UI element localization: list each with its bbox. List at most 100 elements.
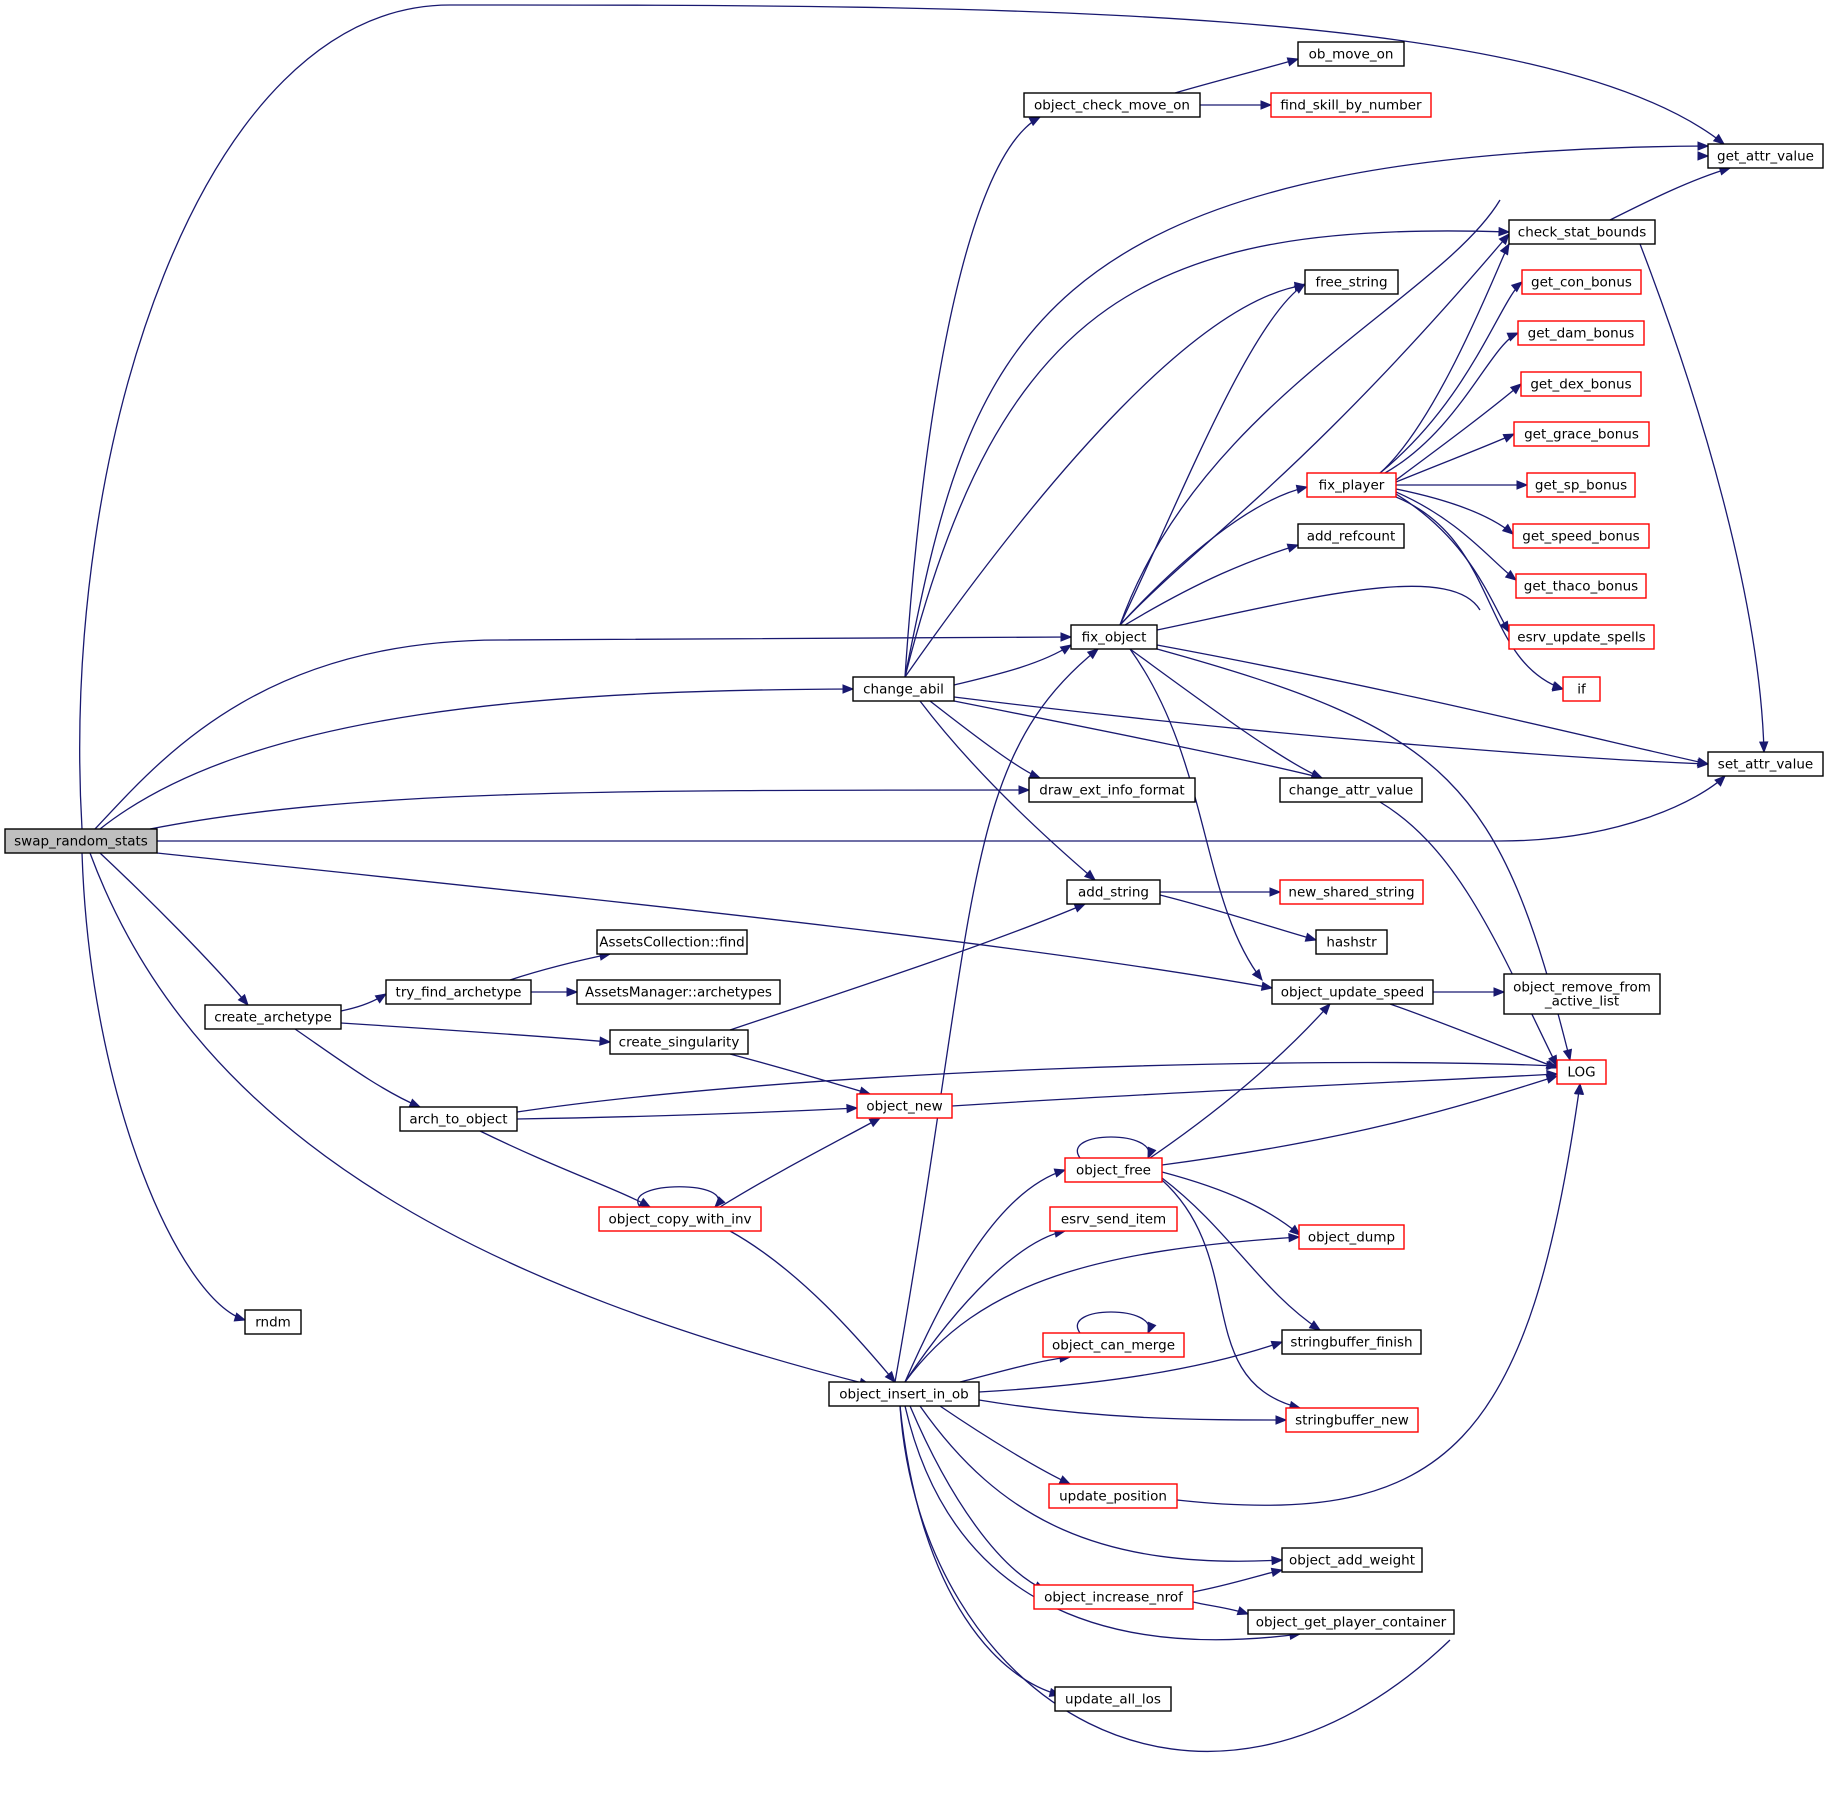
node-create-singularity[interactable]: create_singularity (609, 1029, 749, 1055)
node-box[interactable] (828, 1381, 980, 1407)
node-stringbuffer-finish[interactable]: stringbuffer_finish (1281, 1329, 1422, 1355)
node-log[interactable]: LOG (1556, 1059, 1607, 1085)
node-add-refcount[interactable]: add_refcount (1297, 523, 1405, 549)
node-object-can-merge[interactable]: object_can_merge (1042, 1332, 1185, 1358)
node-esrv-update-spells[interactable]: esrv_update_spells (1508, 624, 1655, 650)
node-box[interactable] (1049, 1206, 1178, 1232)
node-get-speed-bonus[interactable]: get_speed_bonus (1512, 523, 1650, 549)
node-set-attr-value[interactable]: set_attr_value (1707, 751, 1824, 777)
node-box[interactable] (596, 929, 748, 955)
node-check-stat-bounds[interactable]: check_stat_bounds (1508, 219, 1656, 245)
node-object-get-player-container[interactable]: object_get_player_container (1247, 1609, 1455, 1635)
node-box[interactable] (1562, 676, 1601, 702)
node-box[interactable] (1042, 1332, 1185, 1358)
node-ob-move-on[interactable]: ob_move_on (1297, 41, 1405, 67)
node-box[interactable] (852, 676, 955, 702)
node-box[interactable] (1285, 1407, 1419, 1433)
node-box[interactable] (204, 1004, 342, 1030)
node-box[interactable] (244, 1309, 302, 1335)
node-box[interactable] (1271, 979, 1434, 1005)
node-fix-player[interactable]: fix_player (1306, 472, 1397, 498)
node-box[interactable] (1064, 1157, 1163, 1183)
node-esrv-send-item[interactable]: esrv_send_item (1049, 1206, 1178, 1232)
node-update-all-los[interactable]: update_all_los (1054, 1686, 1172, 1712)
node-box[interactable] (1297, 41, 1405, 67)
node-box[interactable] (609, 1029, 749, 1055)
node-assetscollection-find[interactable]: AssetsCollection::find (596, 929, 748, 955)
node-fix-object[interactable]: fix_object (1070, 624, 1158, 650)
node-box[interactable] (576, 979, 781, 1005)
node-box[interactable] (1281, 1329, 1422, 1355)
node-change-abil[interactable]: change_abil (852, 676, 955, 702)
node-add-string[interactable]: add_string (1066, 879, 1161, 905)
node-object-insert-in-ob[interactable]: object_insert_in_ob (828, 1381, 980, 1407)
node-object-increase-nrof[interactable]: object_increase_nrof (1033, 1584, 1194, 1610)
node-get-dam-bonus[interactable]: get_dam_bonus (1517, 320, 1645, 346)
node-object-copy-with-inv[interactable]: object_copy_with_inv (598, 1206, 762, 1232)
node-find-skill-by-number[interactable]: find_skill_by_number (1270, 92, 1432, 118)
node-box[interactable] (1526, 472, 1636, 498)
node-object-add-weight[interactable]: object_add_weight (1281, 1547, 1423, 1573)
node-get-attr-value[interactable]: get_attr_value (1707, 143, 1824, 169)
node-box[interactable] (1298, 1224, 1405, 1250)
node-box[interactable] (1707, 143, 1824, 169)
node-box[interactable] (1512, 523, 1650, 549)
node-object-check-move-on[interactable]: object_check_move_on (1023, 92, 1201, 118)
node-object-dump[interactable]: object_dump (1298, 1224, 1405, 1250)
node-arch-to-object[interactable]: arch_to_object (399, 1106, 518, 1132)
node-swap-random-stats[interactable]: swap_random_stats (4, 828, 158, 854)
node-box[interactable] (1054, 1686, 1172, 1712)
node-box[interactable] (1070, 624, 1158, 650)
node-box[interactable] (1033, 1584, 1194, 1610)
node-box[interactable] (1513, 421, 1650, 447)
node-box[interactable] (1521, 269, 1642, 295)
node-get-sp-bonus[interactable]: get_sp_bonus (1526, 472, 1636, 498)
node-box[interactable] (1306, 472, 1397, 498)
node-box[interactable] (1297, 523, 1405, 549)
node-box[interactable] (1066, 879, 1161, 905)
node-box[interactable] (1270, 92, 1432, 118)
node-box[interactable] (1515, 573, 1647, 599)
node-box[interactable] (1556, 1059, 1607, 1085)
node-object-new[interactable]: object_new (856, 1093, 953, 1119)
node-box[interactable] (4, 828, 158, 854)
node-get-con-bonus[interactable]: get_con_bonus (1521, 269, 1642, 295)
node-box[interactable] (1508, 624, 1655, 650)
node-box[interactable] (856, 1093, 953, 1119)
node-box[interactable] (1707, 751, 1824, 777)
node-box[interactable] (385, 979, 532, 1005)
node-box[interactable] (1028, 777, 1196, 803)
node-box[interactable] (1247, 1609, 1455, 1635)
node-box[interactable] (399, 1106, 518, 1132)
node-object-update-speed[interactable]: object_update_speed (1271, 979, 1434, 1005)
node-if[interactable]: if (1562, 676, 1601, 702)
node-box[interactable] (1520, 371, 1642, 397)
node-update-position[interactable]: update_position (1048, 1483, 1178, 1509)
node-rndm[interactable]: rndm (244, 1309, 302, 1335)
node-box[interactable] (1304, 269, 1399, 295)
node-get-thaco-bonus[interactable]: get_thaco_bonus (1515, 573, 1647, 599)
node-change-attr-value[interactable]: change_attr_value (1279, 777, 1423, 803)
node-stringbuffer-new[interactable]: stringbuffer_new (1285, 1407, 1419, 1433)
node-hashstr[interactable]: hashstr (1315, 929, 1388, 955)
node-box[interactable] (1048, 1483, 1178, 1509)
node-box[interactable] (1279, 879, 1424, 905)
node-box[interactable] (1517, 320, 1645, 346)
node-new-shared-string[interactable]: new_shared_string (1279, 879, 1424, 905)
node-object-free[interactable]: object_free (1064, 1157, 1163, 1183)
node-box[interactable] (1315, 929, 1388, 955)
node-box[interactable] (1281, 1547, 1423, 1573)
node-free-string[interactable]: free_string (1304, 269, 1399, 295)
node-box[interactable] (1279, 777, 1423, 803)
node-object-remove-from-active-list[interactable]: object_remove_from_active_list (1503, 973, 1661, 1015)
node-assetsmanager-archetypes[interactable]: AssetsManager::archetypes (576, 979, 781, 1005)
node-get-grace-bonus[interactable]: get_grace_bonus (1513, 421, 1650, 447)
node-create-archetype[interactable]: create_archetype (204, 1004, 342, 1030)
node-draw-ext-info-format[interactable]: draw_ext_info_format (1028, 777, 1196, 803)
node-try-find-archetype[interactable]: try_find_archetype (385, 979, 532, 1005)
node-box[interactable] (1023, 92, 1201, 118)
node-get-dex-bonus[interactable]: get_dex_bonus (1520, 371, 1642, 397)
node-box[interactable] (1503, 973, 1661, 1015)
node-box[interactable] (598, 1206, 762, 1232)
node-box[interactable] (1508, 219, 1656, 245)
